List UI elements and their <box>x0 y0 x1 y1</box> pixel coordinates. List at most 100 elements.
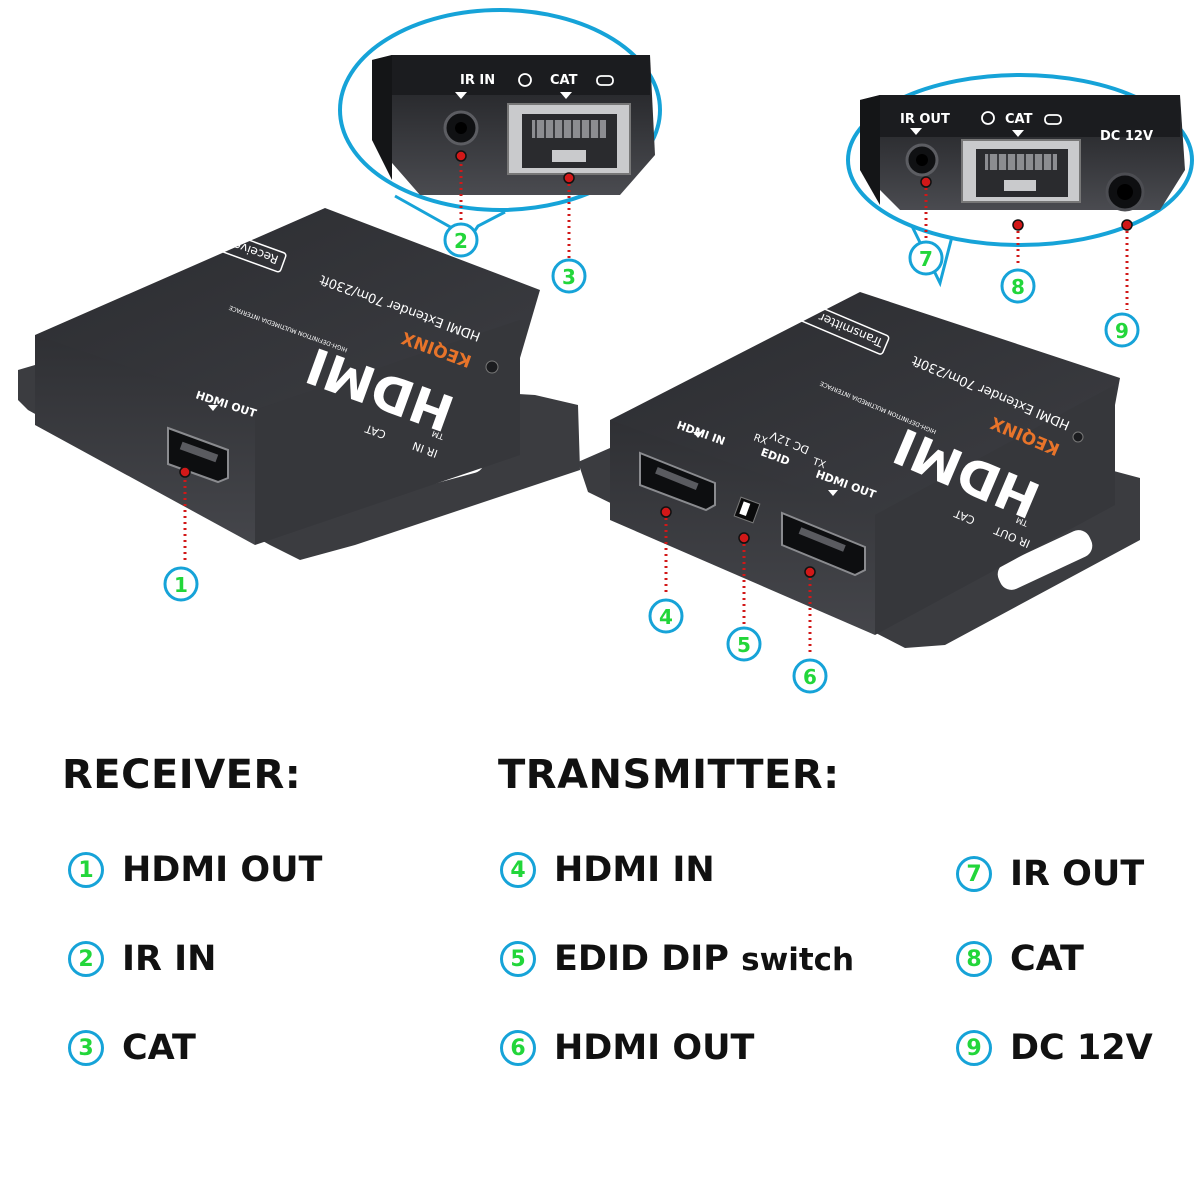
transmitter-tx-label: TX <box>810 456 827 471</box>
legend-number-badge: 7 <box>956 856 992 892</box>
callout-badge-5: 5 <box>726 626 762 662</box>
receiver-port-arrow <box>208 405 218 411</box>
legend-label-suffix: switch <box>741 942 855 978</box>
transmitter-dc-jack-hole <box>1117 184 1133 200</box>
legend-number-badge: 2 <box>68 941 104 977</box>
callout-badge-1: 1 <box>163 566 199 602</box>
transmitter-zoom-link-icon <box>1044 114 1062 125</box>
callout-number-8: 8 <box>1011 275 1025 299</box>
transmitter-hdmi-in-pins <box>655 466 699 490</box>
leader-dot-7 <box>920 176 932 188</box>
receiver-rj45-pins <box>532 120 606 162</box>
transmitter-device: HDMI TM HIGH-DEFINITION MULTIMEDIA INTER… <box>578 292 1140 648</box>
callout-badge-2: 2 <box>443 222 479 258</box>
receiver-zoom-callout: IR IN CAT <box>338 8 662 240</box>
leader-dot-4 <box>660 506 672 518</box>
transmitter-hdmi-out-arrow <box>828 490 838 496</box>
transmitter-zoom-callout: IR OUT CAT DC 12V <box>846 73 1194 288</box>
legend-label: HDMI OUT <box>554 1028 755 1068</box>
legend-label: IR IN <box>122 939 217 979</box>
callout-number-3: 3 <box>562 265 576 289</box>
receiver-zoom-ir-arrow <box>455 92 467 99</box>
leader-dot-3 <box>563 172 575 184</box>
receiver-zoom-cat-label: CAT <box>550 73 578 88</box>
callout-badge-4: 4 <box>648 598 684 634</box>
callout-badge-8: 8 <box>1000 268 1036 304</box>
legend-label: HDMI OUT <box>122 850 323 890</box>
legend-number-badge: 1 <box>68 852 104 888</box>
legend-number-badge: 4 <box>500 852 536 888</box>
callout-badge-6: 6 <box>792 658 828 694</box>
receiver-zoom-power-icon <box>518 73 532 87</box>
transmitter-zoom-ir-arrow <box>910 128 922 135</box>
callout-badge-9: 9 <box>1104 312 1140 348</box>
transmitter-hdmi-in-arrow <box>693 432 703 438</box>
legend-item-2: 2 IR IN <box>68 937 216 981</box>
transmitter-zoom-panel-top <box>880 95 1180 137</box>
callout-number-9: 9 <box>1115 319 1129 343</box>
transmitter-heading: TRANSMITTER: <box>498 752 840 798</box>
legend-number-badge: 5 <box>500 941 536 977</box>
transmitter-rx-label: RX <box>752 432 769 447</box>
legend-number-badge: 3 <box>68 1030 104 1066</box>
transmitter-zoom-cat-arrow <box>1012 130 1024 137</box>
leader-dot-8 <box>1012 219 1024 231</box>
transmitter-zoom-panel-edge <box>860 95 880 205</box>
legend-label: DC 12V <box>1010 1028 1153 1068</box>
legend-item-3: 3 CAT <box>68 1026 196 1070</box>
callout-number-6: 6 <box>803 665 817 689</box>
legend-item-4: 4 HDMI IN <box>500 848 715 892</box>
transmitter-zoom-ir-label: IR OUT <box>900 112 950 127</box>
transmitter-zoom-power-icon <box>981 111 995 125</box>
receiver-hdmi-out-pins <box>179 441 219 463</box>
legend-label: CAT <box>1010 939 1084 979</box>
receiver-heading: RECEIVER: <box>62 752 302 798</box>
callout-badge-3: 3 <box>551 258 587 294</box>
legend-number-badge: 9 <box>956 1030 992 1066</box>
leader-dot-2 <box>455 150 467 162</box>
legend-item-7: 7 IR OUT <box>956 852 1144 896</box>
leader-dot-1 <box>179 466 191 478</box>
receiver-zoom-ir-label: IR IN <box>460 73 495 88</box>
callout-badge-7: 7 <box>908 240 944 276</box>
receiver-role-badge-box <box>204 226 287 273</box>
callout-number-7: 7 <box>919 247 933 271</box>
callout-number-5: 5 <box>737 633 751 657</box>
callout-number-4: 4 <box>659 605 673 629</box>
transmitter-ground-screw <box>1072 431 1084 443</box>
legend-label: HDMI IN <box>554 850 715 890</box>
transmitter-zoom-dc-label: DC 12V <box>1100 129 1153 144</box>
transmitter-mount-slot <box>997 530 1093 590</box>
receiver-ground-screw <box>485 360 499 374</box>
receiver-zoom-link-icon <box>596 75 614 86</box>
legend-label-main: EDID DIP <box>554 939 729 979</box>
receiver-front-face <box>35 335 255 545</box>
receiver-device: HDMI TM HIGH-DEFINITION MULTIMEDIA INTER… <box>18 208 580 560</box>
legend-item-8: 8 CAT <box>956 937 1084 981</box>
transmitter-edid-switch-knob <box>739 501 751 516</box>
legend-label: IR OUT <box>1010 854 1145 894</box>
callout-badges: 1 2 3 4 5 6 7 8 <box>163 222 1140 694</box>
transmitter-role-badge-box <box>797 300 890 355</box>
leader-lines <box>183 158 1129 656</box>
transmitter-zoom-cat-label: CAT <box>1005 112 1033 127</box>
transmitter-ir-jack-hole <box>916 154 928 166</box>
legend-number-badge: 6 <box>500 1030 536 1066</box>
transmitter-rj45-pins <box>985 154 1057 191</box>
callout-number-2: 2 <box>454 229 468 253</box>
receiver-ir-jack-hole <box>455 122 467 134</box>
legend-item-1: 1 HDMI OUT <box>68 848 322 892</box>
legend-label: CAT <box>122 1028 196 1068</box>
legend-item-9: 9 DC 12V <box>956 1026 1153 1070</box>
legend-label: EDID DIP switch <box>554 939 854 979</box>
legend-item-6: 6 HDMI OUT <box>500 1026 754 1070</box>
receiver-hdmi-tm: TM <box>431 429 446 442</box>
transmitter-side-face <box>875 385 1115 635</box>
leader-dot-5 <box>738 532 750 544</box>
leader-dots <box>179 150 1133 578</box>
callout-number-1: 1 <box>174 573 188 597</box>
leader-dot-6 <box>804 566 816 578</box>
receiver-zoom-panel-edge <box>372 55 392 180</box>
leader-dot-9 <box>1121 219 1133 231</box>
